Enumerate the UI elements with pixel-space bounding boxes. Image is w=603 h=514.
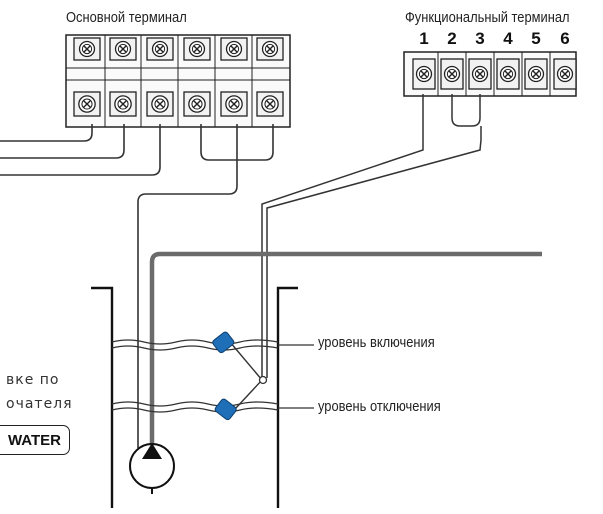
main-terminal-bottom-screw-icon xyxy=(183,91,211,117)
main-terminal-bottom-screw-icon xyxy=(146,91,174,117)
float-switch xyxy=(212,331,268,421)
pipe xyxy=(149,251,542,460)
main-terminal-top-screw-icon xyxy=(183,37,211,61)
side-text-line-1: вке по xyxy=(6,372,60,388)
functional-terminal-screw-icon xyxy=(468,58,492,90)
side-text-line-2: очателя xyxy=(6,396,73,412)
functional-terminal-screw-icon xyxy=(553,58,577,90)
lower-float xyxy=(214,398,237,421)
functional-terminal-screw-icon xyxy=(524,58,548,90)
terminal-number-2: 2 xyxy=(447,29,457,48)
functional-terminal-title: Функциональный терминал xyxy=(405,9,570,26)
functional-wires xyxy=(261,94,482,378)
main-terminal-bottom-screw-icon xyxy=(73,91,101,117)
main-wires xyxy=(0,124,274,448)
main-terminal-top-screw-icon xyxy=(73,37,101,61)
terminal-number-4: 4 xyxy=(503,29,513,48)
main-terminal-top-screw-icon xyxy=(109,37,137,61)
functional-terminal-screw-icon xyxy=(496,58,520,90)
main-terminal-top-screw-icon xyxy=(146,37,174,61)
terminal-number-5: 5 xyxy=(531,29,541,48)
main-terminal-bottom-screw-icon xyxy=(256,91,284,117)
pump xyxy=(129,443,175,494)
terminal-number-3: 3 xyxy=(475,29,485,48)
level-off-label: уровень отключения xyxy=(318,398,441,415)
tank xyxy=(91,286,298,508)
level-on-label: уровень включения xyxy=(318,334,435,351)
upper-float xyxy=(212,331,235,354)
terminal-number-1: 1 xyxy=(419,29,429,48)
functional-terminal-block xyxy=(403,51,577,97)
terminal-number-6: 6 xyxy=(560,29,570,48)
float-pivot xyxy=(258,375,268,385)
main-terminal-bottom-screw-icon xyxy=(220,91,248,117)
main-terminal-block xyxy=(65,34,291,128)
main-terminal-title: Основной терминал xyxy=(66,9,187,26)
functional-terminal-screw-icon xyxy=(440,58,464,90)
main-terminal-bottom-screw-icon xyxy=(109,91,137,117)
functional-terminal-screw-icon xyxy=(412,58,436,90)
water-badge: WATER xyxy=(0,425,70,455)
water-waves xyxy=(111,339,314,413)
main-terminal-top-screw-icon xyxy=(220,37,248,61)
main-terminal-top-screw-icon xyxy=(256,37,284,61)
